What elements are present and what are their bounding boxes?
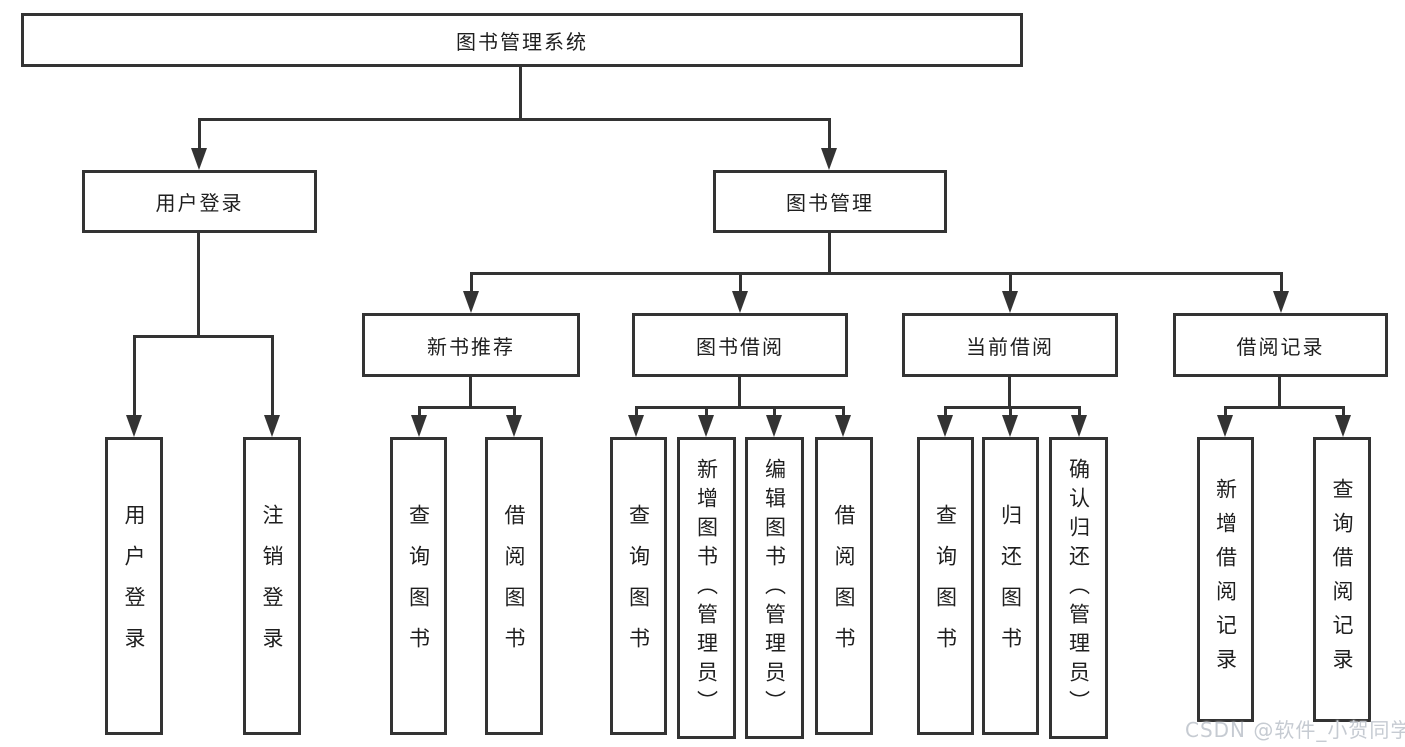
connector-group-vertical bbox=[469, 377, 472, 406]
csdn-watermark: CSDN @软件_小贺同学 bbox=[1185, 718, 1405, 742]
arrow-down-icon bbox=[628, 406, 644, 437]
arrow-down-icon bbox=[1071, 406, 1087, 437]
arrow-down-icon bbox=[191, 118, 207, 170]
arrow-down-icon bbox=[1273, 272, 1289, 313]
leaf-borrow-books: 借阅图书 bbox=[815, 437, 873, 735]
connector-group-horizontal bbox=[635, 406, 845, 409]
leaf-query-books-recommend: 查询图书 bbox=[390, 437, 447, 735]
connector-mgmt-horizontal bbox=[470, 272, 1282, 275]
connector-group-horizontal bbox=[418, 406, 516, 409]
connector-root-horizontal bbox=[198, 118, 831, 121]
arrow-down-icon bbox=[821, 118, 837, 170]
arrow-down-icon bbox=[766, 406, 782, 437]
leaf-logout: 注销登录 bbox=[243, 437, 301, 735]
leaf-query-borrow-record: 查询借阅记录 bbox=[1313, 437, 1371, 722]
leaf-add-borrow-record: 新增借阅记录 bbox=[1197, 437, 1254, 722]
arrow-down-icon bbox=[506, 406, 522, 437]
leaf-query-books-current: 查询图书 bbox=[917, 437, 974, 735]
node-user-login: 用户登录 bbox=[82, 170, 317, 233]
arrow-down-icon bbox=[937, 406, 953, 437]
leaf-confirm-return-admin: 确认归还（管理员） bbox=[1049, 437, 1108, 739]
node-new-book-recommend: 新书推荐 bbox=[362, 313, 580, 377]
arrow-down-icon bbox=[1335, 406, 1351, 437]
connector-group-vertical bbox=[738, 377, 741, 406]
leaf-query-books-borrowing: 查询图书 bbox=[610, 437, 667, 735]
leaf-borrow-books-recommend: 借阅图书 bbox=[485, 437, 543, 735]
arrow-down-icon bbox=[732, 272, 748, 313]
connector-mgmt-vertical bbox=[828, 233, 831, 272]
arrow-down-icon bbox=[1217, 406, 1233, 437]
leaf-add-book-admin: 新增图书（管理员） bbox=[677, 437, 736, 739]
connector-root-vertical bbox=[519, 67, 522, 118]
connector-group-vertical bbox=[1008, 377, 1011, 406]
arrow-down-icon bbox=[411, 406, 427, 437]
arrow-down-icon bbox=[463, 272, 479, 313]
node-book-management: 图书管理 bbox=[713, 170, 947, 233]
leaf-return-book: 归还图书 bbox=[982, 437, 1039, 735]
leaf-user-login: 用户登录 bbox=[105, 437, 163, 735]
connector-group-vertical bbox=[1278, 377, 1281, 406]
leaf-edit-book-admin: 编辑图书（管理员） bbox=[745, 437, 804, 739]
connector-user-vertical bbox=[197, 233, 200, 335]
node-library-management-system: 图书管理系统 bbox=[21, 13, 1023, 67]
node-borrowing-records: 借阅记录 bbox=[1173, 313, 1388, 377]
arrow-down-icon bbox=[1002, 406, 1018, 437]
arrow-down-icon bbox=[264, 335, 280, 437]
connector-group-horizontal bbox=[944, 406, 1081, 409]
connector-user-horizontal bbox=[133, 335, 274, 338]
node-current-borrowing: 当前借阅 bbox=[902, 313, 1118, 377]
arrow-down-icon bbox=[1002, 272, 1018, 313]
arrow-down-icon bbox=[698, 406, 714, 437]
node-book-borrowing: 图书借阅 bbox=[632, 313, 848, 377]
arrow-down-icon bbox=[126, 335, 142, 437]
connector-group-horizontal bbox=[1224, 406, 1345, 409]
arrow-down-icon bbox=[835, 406, 851, 437]
